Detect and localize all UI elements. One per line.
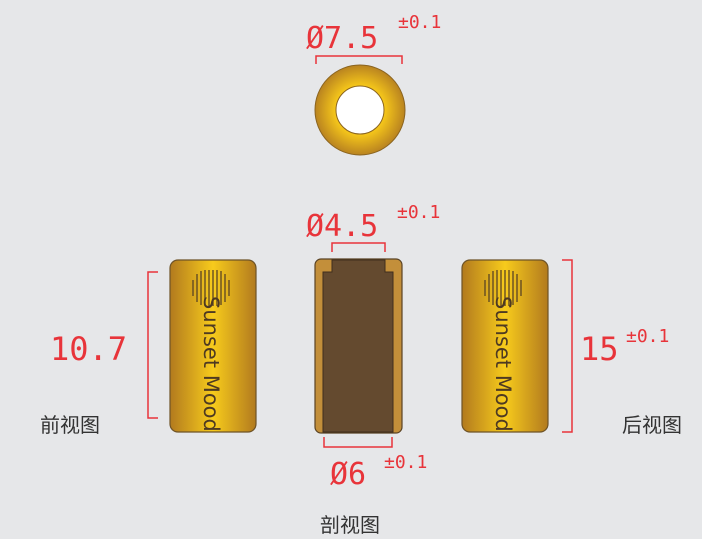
front-height-text: 10.7 [50,330,127,368]
front-body [169,259,257,433]
front-view: Sunset Mood 10.7 前视图 [40,259,257,437]
back-height-dimension-line [562,259,573,433]
section-view-label: 剖视图 [320,513,380,537]
outer-tolerance-text: ±0.1 [384,452,427,473]
inner-diameter-text: Ø4.5 [306,209,378,244]
back-tolerance-text: ±0.1 [626,326,669,347]
section-cavity [322,259,394,433]
outer-diameter-dimension-line [323,437,393,448]
inner-tolerance-text: ±0.1 [397,202,440,223]
front-engraving: Sunset Mood [199,296,223,432]
logo-icon [192,270,230,306]
outer-diameter-text: Ø6 [330,457,366,492]
back-body [461,259,549,433]
section-view: Ø4.5 ±0.1 Ø6 ±0.1 剖视图 [306,202,440,537]
back-height-text: 15 [580,330,619,368]
top-tolerance-text: ±0.1 [398,12,441,33]
front-view-label: 前视图 [40,413,100,437]
back-engraving: Sunset Mood [491,296,515,432]
inner-diameter-dimension-line [331,242,386,252]
top-diameter-text: Ø7.5 [306,21,378,56]
back-view-label: 后视图 [622,413,682,437]
logo-icon [484,270,522,306]
ring-hole [335,85,385,135]
back-view: Sunset Mood 15 ±0.1 后视图 [461,259,682,437]
front-height-dimension-line [147,271,158,419]
top-view: Ø7.5 ±0.1 [306,12,441,156]
diameter-dimension-line [315,55,403,64]
